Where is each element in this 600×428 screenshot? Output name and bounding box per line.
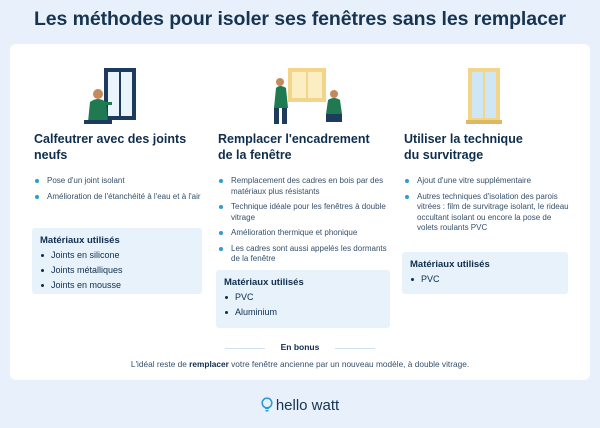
bullet-list: Remplacement des cadres en bois par des … (218, 176, 390, 270)
list-item: Technique idéale pour les fenêtres à dou… (218, 202, 390, 223)
list-item: Pose d'un joint isolant (34, 176, 204, 187)
list-item: Amélioration thermique et phonique (218, 228, 390, 239)
divider (335, 348, 375, 349)
materials-list: PVC (410, 272, 440, 287)
materials-box: Matériaux utilisés PVC (402, 252, 568, 294)
list-item: Aluminium (224, 305, 277, 320)
page-title: Les méthodes pour isoler ses fenêtres sa… (34, 8, 566, 30)
bonus-label: En bonus (280, 342, 320, 352)
bullet-list: Ajout d'une vitre supplémentaire Autres … (404, 176, 569, 239)
lightbulb-icon (261, 397, 273, 412)
list-item: PVC (224, 290, 277, 305)
hello-watt-logo: hello watt (0, 397, 600, 414)
divider (225, 348, 265, 349)
logo-text: hello watt (275, 397, 340, 414)
materials-list: PVC Aluminium (224, 290, 277, 320)
workers-frame-icon (274, 68, 342, 124)
list-item: Autres techniques d'isolation des parois… (404, 192, 569, 234)
list-item: PVC (410, 272, 440, 287)
materials-list: Joints en silicone Joints métalliques Jo… (40, 248, 123, 293)
methods-card: Calfeutrer avec des joints neufs Pose d'… (10, 44, 590, 380)
worker-window-icon (84, 68, 136, 124)
column-title: Calfeutrer avec des joints neufs (34, 132, 187, 162)
list-item: Amélioration de l'étanchéité à l'eau et … (34, 192, 204, 203)
materials-box: Matériaux utilisés PVC Aluminium (216, 270, 390, 328)
column-title: Remplacer l'encadrement de la fenêtre (218, 132, 370, 162)
list-item: Joints métalliques (40, 263, 123, 278)
list-item: Les cadres sont aussi appelés les dorman… (218, 244, 390, 265)
materials-title: Matériaux utilisés (40, 235, 120, 246)
materials-title: Matériaux utilisés (410, 259, 490, 270)
column-title: Utiliser la technique du survitrage (404, 132, 523, 162)
window-icon (466, 68, 502, 124)
list-item: Joints en mousse (40, 278, 123, 293)
list-item: Remplacement des cadres en bois par des … (218, 176, 390, 197)
bullet-list: Pose d'un joint isolant Amélioration de … (34, 176, 204, 207)
bonus-text: L'idéal reste de remplacer votre fenêtre… (130, 359, 470, 369)
materials-title: Matériaux utilisés (224, 277, 304, 288)
materials-box: Matériaux utilisés Joints en silicone Jo… (32, 228, 202, 294)
list-item: Ajout d'une vitre supplémentaire (404, 176, 569, 187)
list-item: Joints en silicone (40, 248, 123, 263)
